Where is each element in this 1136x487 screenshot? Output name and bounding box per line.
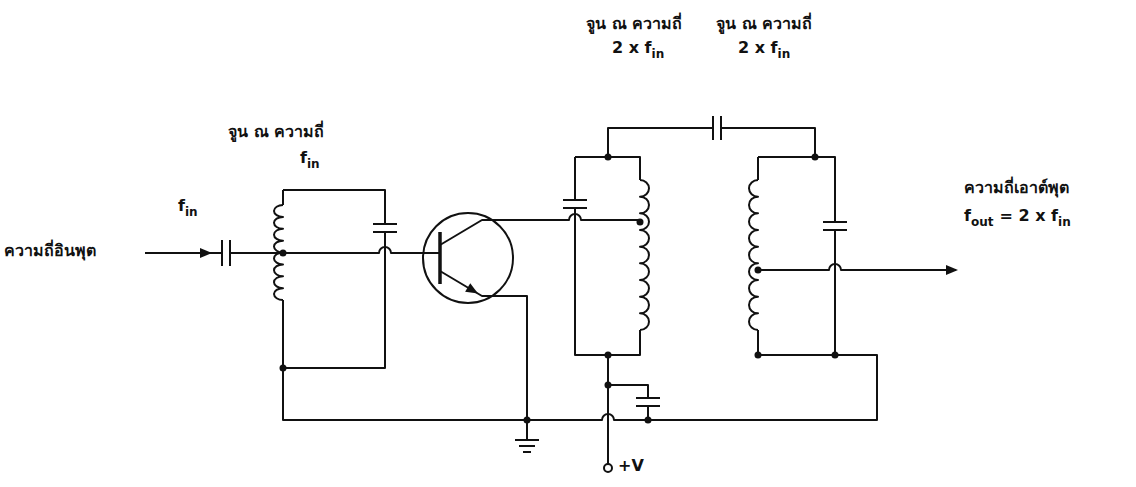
wire (608, 355, 648, 398)
wire (574, 157, 576, 200)
frequency-symbol: = 2 x f (1000, 206, 1059, 225)
capacitor-symbol (823, 222, 847, 230)
wire (757, 157, 759, 180)
ground-symbol (515, 420, 539, 452)
wire (834, 230, 836, 355)
wire (282, 190, 284, 205)
emitter-wire (440, 271, 527, 420)
capacitor-symbol (713, 116, 721, 140)
label-group: 2 x fin (612, 38, 664, 57)
output-arrow (946, 265, 958, 275)
inductor-coil (749, 180, 758, 330)
collector-wire (440, 214, 640, 245)
ground-bus (283, 355, 877, 420)
frequency-symbol: 2 x f (612, 38, 652, 57)
junction-dot (755, 267, 762, 274)
supply-wire (607, 385, 609, 464)
base-wire (283, 247, 440, 253)
transistor-base (438, 232, 442, 284)
label-group: จูน ณ ความถี่ (716, 14, 812, 33)
wire (575, 208, 640, 355)
label-group: จูน ณ ความถี่ (228, 122, 324, 141)
wire (230, 252, 283, 254)
capacitor-symbol (563, 200, 587, 208)
wire (721, 128, 815, 157)
tuning-note: จูน ณ ความถี่ (586, 14, 682, 33)
supply-label: +V (618, 456, 644, 475)
label-group: 2 x fin (738, 38, 790, 57)
capacitor-symbol (373, 224, 397, 232)
wire (282, 300, 284, 368)
wire (608, 128, 713, 157)
output-label: ความถี่เอาต์พุต (964, 178, 1069, 197)
frequency-symbol: f (178, 196, 185, 215)
emitter-arrow (465, 283, 478, 293)
input-arrow (200, 248, 212, 258)
capacitor-symbol (636, 398, 660, 406)
output-wire (758, 264, 956, 270)
wire (758, 157, 835, 222)
junction-dot (755, 352, 762, 359)
capacitor-symbol (222, 240, 230, 266)
frequency-subscript: out (971, 215, 994, 229)
label-group: fin (178, 196, 198, 215)
inductor-coil (640, 180, 649, 330)
frequency-subscript: in (307, 157, 320, 171)
wire (757, 330, 759, 355)
tuning-note: จูน ณ ความถี่ (228, 122, 324, 141)
label-group: fin (300, 148, 320, 167)
wire (283, 190, 385, 224)
junction-dot (605, 154, 612, 161)
input-label: ความถี่อินพุต (4, 241, 96, 260)
tuning-note: จูน ณ ความถี่ (716, 14, 812, 33)
junction-dot (280, 250, 287, 257)
junction-dot (645, 417, 652, 424)
frequency-subscript: in (185, 205, 198, 219)
label-group: ความถี่เอาต์พุต (964, 178, 1069, 197)
supply-terminal (604, 464, 612, 472)
label-group: จูน ณ ความถี่ (586, 14, 682, 33)
junction-dot (832, 352, 839, 359)
frequency-subscript: in (652, 47, 665, 61)
label-group: fout= 2 x fin (964, 206, 1071, 225)
frequency-symbol: 2 x f (738, 38, 778, 57)
frequency-subscript: in (1058, 215, 1071, 229)
label-group: +V (618, 456, 644, 475)
transistor-symbol (423, 213, 513, 303)
frequency-symbol: f (964, 206, 971, 225)
junction-dot (637, 219, 644, 226)
frequency-subscript: in (778, 47, 791, 61)
label-group: ความถี่อินพุต (4, 241, 96, 260)
frequency-symbol: f (300, 148, 307, 167)
